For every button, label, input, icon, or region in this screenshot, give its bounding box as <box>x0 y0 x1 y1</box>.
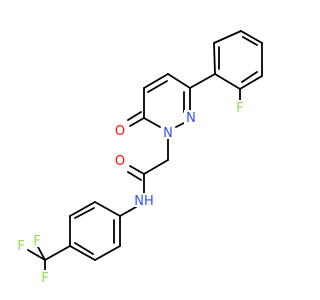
amide-nh-atom-label: NH <box>134 194 154 209</box>
bond <box>74 207 95 219</box>
bond <box>143 73 169 89</box>
bond <box>44 245 71 261</box>
amide-oxygen-atom-label: O <box>115 154 125 169</box>
fluorophenyl-ring <box>213 30 263 101</box>
bond <box>143 159 169 175</box>
molecule-structure: F O N N O NH F F F <box>15 30 263 286</box>
bond <box>213 30 242 44</box>
bond <box>214 73 241 90</box>
bond <box>127 111 142 121</box>
cf3-fluorine-atom-label: F <box>33 234 40 249</box>
atom-labels: F O N N O NH F F F <box>15 100 246 286</box>
bond <box>147 80 168 93</box>
ring-oxygen-atom-label: O <box>115 124 125 139</box>
bond <box>167 73 191 89</box>
label-background <box>184 110 198 124</box>
fluorine-atom-label: F <box>236 101 243 116</box>
bond <box>119 206 137 217</box>
cf3-fluorine-atom-label: F <box>17 239 24 254</box>
bond <box>69 201 96 217</box>
ring-nitrogen-atom-label: N <box>186 111 196 126</box>
molecule-structure-canvas: F O N N O NH F F F <box>15 30 263 286</box>
cf3-fluorine-atom-label: F <box>41 271 48 286</box>
bond <box>239 75 263 90</box>
label-background <box>15 238 27 252</box>
bond <box>241 71 258 83</box>
bond <box>213 42 216 75</box>
bond <box>242 36 258 46</box>
label-background <box>31 233 43 247</box>
label-background <box>131 193 157 207</box>
acetamide-linker <box>119 137 169 217</box>
bond <box>143 117 161 128</box>
label-background <box>161 125 175 139</box>
label-background <box>113 123 127 137</box>
bond <box>74 242 94 255</box>
bond <box>175 122 185 128</box>
label-background <box>113 153 127 167</box>
bond <box>27 249 46 261</box>
bond <box>37 246 46 261</box>
label-background <box>39 270 51 284</box>
bond <box>94 245 121 261</box>
bond <box>129 117 145 127</box>
trifluoromethylphenyl-ring <box>27 201 121 272</box>
bond <box>129 165 145 175</box>
ring-nitrogen-atom-label: N <box>163 126 173 141</box>
bond <box>94 201 121 217</box>
bond <box>127 171 142 181</box>
label-background <box>234 100 246 114</box>
bond <box>69 245 96 261</box>
bond <box>240 30 263 44</box>
bond <box>189 73 216 89</box>
pyridazinone-ring <box>127 73 216 128</box>
